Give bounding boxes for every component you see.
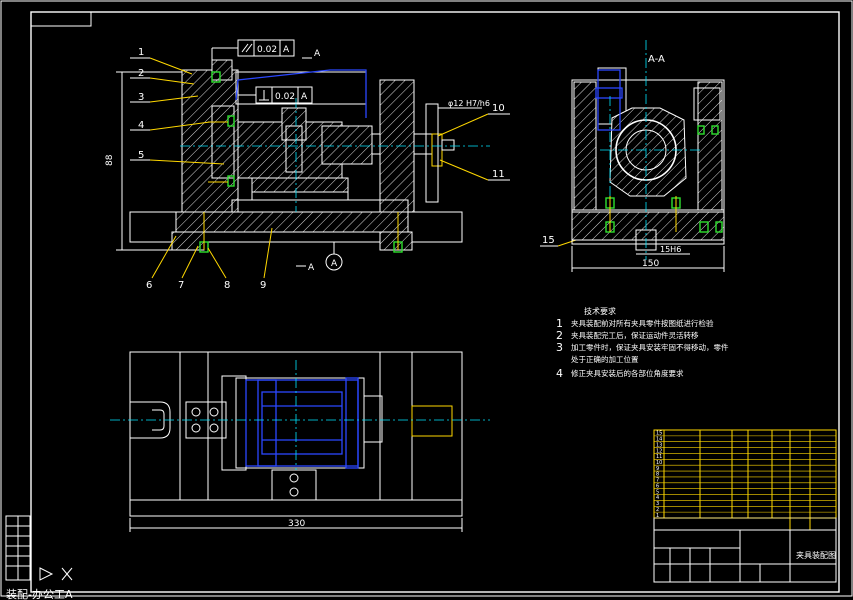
drawing-name: 夹具装配图 (796, 550, 836, 560)
dim-aa-slot: 15H6 (660, 245, 681, 254)
note-2-num: 2 (556, 329, 563, 342)
balloon-5: 5 (138, 150, 144, 161)
notes-heading: 技术要求 (584, 306, 616, 316)
balloon-11: 11 (492, 169, 505, 180)
note-3-text: 加工零件时，保证夹具安装牢固不得移动，零件 (571, 342, 729, 352)
bom-row-number: 7 (656, 478, 659, 484)
ucs-icon (39, 567, 73, 581)
note-1-text: 夹具装配前对所有夹具零件按图纸进行检验 (571, 318, 714, 328)
tolerance-parallel-value: 0.02 (257, 45, 277, 55)
note-4-num: 4 (556, 367, 563, 380)
balloon-10: 10 (492, 103, 505, 114)
balloon-8: 8 (224, 280, 230, 291)
balloon-15: 15 (542, 235, 555, 246)
drawing-frame-inner (30, 11, 840, 593)
bom-row-number: 12 (656, 448, 662, 454)
balloon-1: 1 (138, 47, 144, 58)
balloon-6: 6 (146, 280, 152, 291)
balloon-9: 9 (260, 280, 266, 291)
balloon-7: 7 (178, 280, 184, 291)
note-3-num: 3 (556, 341, 563, 354)
bom-row-number: 3 (656, 501, 659, 507)
note-4-text: 修正夹具安装后的各部位角度要求 (571, 368, 684, 378)
dim-pin: φ12 H7/h6 (448, 99, 490, 108)
notes-list: 1 夹具装配前对所有夹具零件按图纸进行检验 2 夹具装配完工后，保证运动件灵活转… (556, 317, 729, 380)
balloon-4: 4 (138, 120, 144, 131)
section-a-bottom: A (308, 263, 315, 273)
dim-aa-width: 150 (642, 259, 659, 269)
bom-row-number: 6 (656, 483, 659, 489)
datum-a-label: A (331, 259, 338, 269)
bom-row-number: 8 (656, 472, 659, 478)
dim-width: 330 (288, 519, 305, 529)
bom-row-number: 11 (656, 454, 662, 460)
front-section-view (116, 59, 490, 253)
tolerance-parallel-ref: A (283, 45, 290, 55)
bom-row-number: 1 (656, 513, 659, 519)
left-stamp-grid (5, 515, 31, 581)
bom-row-number: 4 (656, 495, 659, 501)
tolerance-frame-parallel (211, 39, 295, 70)
note-1-num: 1 (556, 317, 563, 330)
bom-row-number: 15 (656, 431, 662, 437)
bom-row-number: 10 (656, 460, 662, 466)
bom-row-number: 5 (656, 489, 659, 495)
bom-row-number: 14 (656, 437, 662, 443)
section-a-top: A (314, 49, 321, 59)
note-2-text: 夹具装配完工后，保证运动件灵活转移 (571, 330, 699, 340)
view-aa-label: A-A (648, 54, 665, 65)
tolerance-perp-value: 0.02 (275, 92, 295, 102)
footer-text: 装配-办公工A (6, 588, 73, 600)
balloon-leaders (130, 57, 613, 279)
bom-row-number: 13 (656, 442, 662, 448)
bom-row-number: 2 (656, 507, 659, 513)
balloon-3: 3 (138, 92, 144, 103)
note-3b-text: 处于正确的加工位置 (571, 354, 639, 364)
side-section-view (571, 40, 725, 272)
tolerance-perp-ref: A (301, 92, 308, 102)
title-box (30, 11, 92, 27)
tolerance-frame-perp (238, 86, 313, 104)
dim-height: 88 (105, 154, 115, 166)
datum-a-circle (325, 253, 343, 271)
balloon-2: 2 (138, 68, 144, 79)
bom-row-number: 9 (656, 466, 659, 472)
top-view (110, 351, 490, 532)
